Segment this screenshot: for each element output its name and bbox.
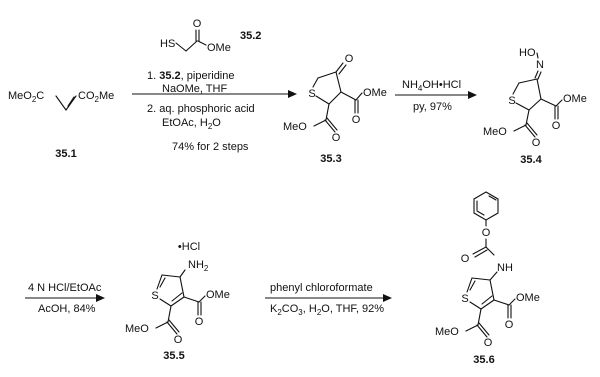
ring-s-label: S [151, 290, 158, 302]
compound-35-6: O O NH S OMe O MeO O 35.6 [435, 191, 540, 366]
step3-above: 4 N HCl/EtOAc [28, 282, 102, 294]
nh-label: NH [497, 262, 513, 274]
ester-right-label: CO2Me [78, 90, 114, 104]
carbamate-o-label: O [461, 253, 470, 265]
methoxy-label: OMe [516, 292, 540, 304]
step-4: phenyl chloroformate K2CO3, H2O, THF, 92… [265, 282, 392, 317]
carbonyl-o-label: O [193, 18, 202, 30]
compound-35-1: MeO2C CO2Me 35.1 [8, 90, 114, 160]
step-1: 1. 35.2, piperidine NaOMe, THF 2. aq. ph… [132, 70, 297, 153]
ketone-o-label: O [345, 53, 354, 65]
oxime-ho-label: HO [519, 47, 536, 59]
compound-id-35-2: 35.2 [240, 30, 261, 42]
step3-below: AcOH, 84% [38, 303, 96, 315]
ester-left-label: MeO2C [8, 90, 44, 104]
step1-line2: NaOMe, THF [162, 83, 227, 95]
methoxy2-label: MeO [435, 326, 459, 338]
compound-id-35-3: 35.3 [320, 153, 341, 165]
step1-line4: EtOAc, H2O [162, 117, 221, 131]
carbonyl-o2-label: O [484, 337, 493, 349]
step4-above: phenyl chloroformate [270, 282, 373, 294]
carbonyl-o1-label: O [505, 319, 514, 331]
thiol-label: HS [160, 38, 175, 50]
carbonyl-o2-label: O [174, 334, 183, 346]
ring-s-label: S [461, 293, 468, 305]
methoxy-label: OMe [206, 289, 230, 301]
methoxy-label: OMe [563, 93, 587, 105]
methoxy2-label: MeO [483, 126, 507, 138]
step1-yield: 74% for 2 steps [172, 141, 249, 153]
carbonyl-o2-label: O [332, 132, 341, 144]
compound-35-3: S O OMe O MeO O 35.3 [283, 53, 387, 165]
compound-id-35-5: 35.5 [163, 350, 184, 362]
compound-35-2: HS O OMe 35.2 [160, 18, 261, 54]
step1-line3: 2. aq. phosphoric acid [147, 103, 255, 115]
compound-id-35-6: 35.6 [473, 354, 494, 366]
methoxy2-label: MeO [283, 121, 307, 133]
methoxy-label: OMe [207, 42, 231, 54]
carbonyl-o1-label: O [552, 120, 561, 132]
step2-above: NH4OH•HCl [402, 79, 461, 93]
compound-35-4: HO N S OMe O MeO O 35.4 [483, 47, 587, 166]
compound-id-35-4: 35.4 [520, 154, 542, 166]
compound-35-5: •HCl NH2 S OMe O MeO O 35.5 [125, 241, 230, 362]
step2-below: py, 97% [413, 101, 452, 113]
hcl-salt-label: •HCl [178, 241, 200, 253]
carbonyl-o1-label: O [352, 114, 361, 126]
phenoxy-o-label: O [482, 227, 491, 239]
step4-below: K2CO3, H2O, THF, 92% [270, 303, 384, 317]
compound-id-35-1: 35.1 [55, 148, 76, 160]
ring-s-label: S [308, 88, 315, 100]
step-2: NH4OH•HCl py, 97% [395, 79, 477, 113]
carbonyl-o2-label: O [532, 137, 541, 149]
step1-line1: 1. 35.2, piperidine [147, 70, 235, 82]
methoxy-label: OMe [363, 87, 387, 99]
carbonyl-o1-label: O [195, 316, 204, 328]
step-3: 4 N HCl/EtOAc AcOH, 84% [25, 282, 105, 315]
ring-s-label: S [508, 95, 515, 107]
methoxy2-label: MeO [125, 323, 149, 335]
amine-label: NH2 [188, 259, 209, 273]
oxime-n-label: N [536, 59, 544, 71]
